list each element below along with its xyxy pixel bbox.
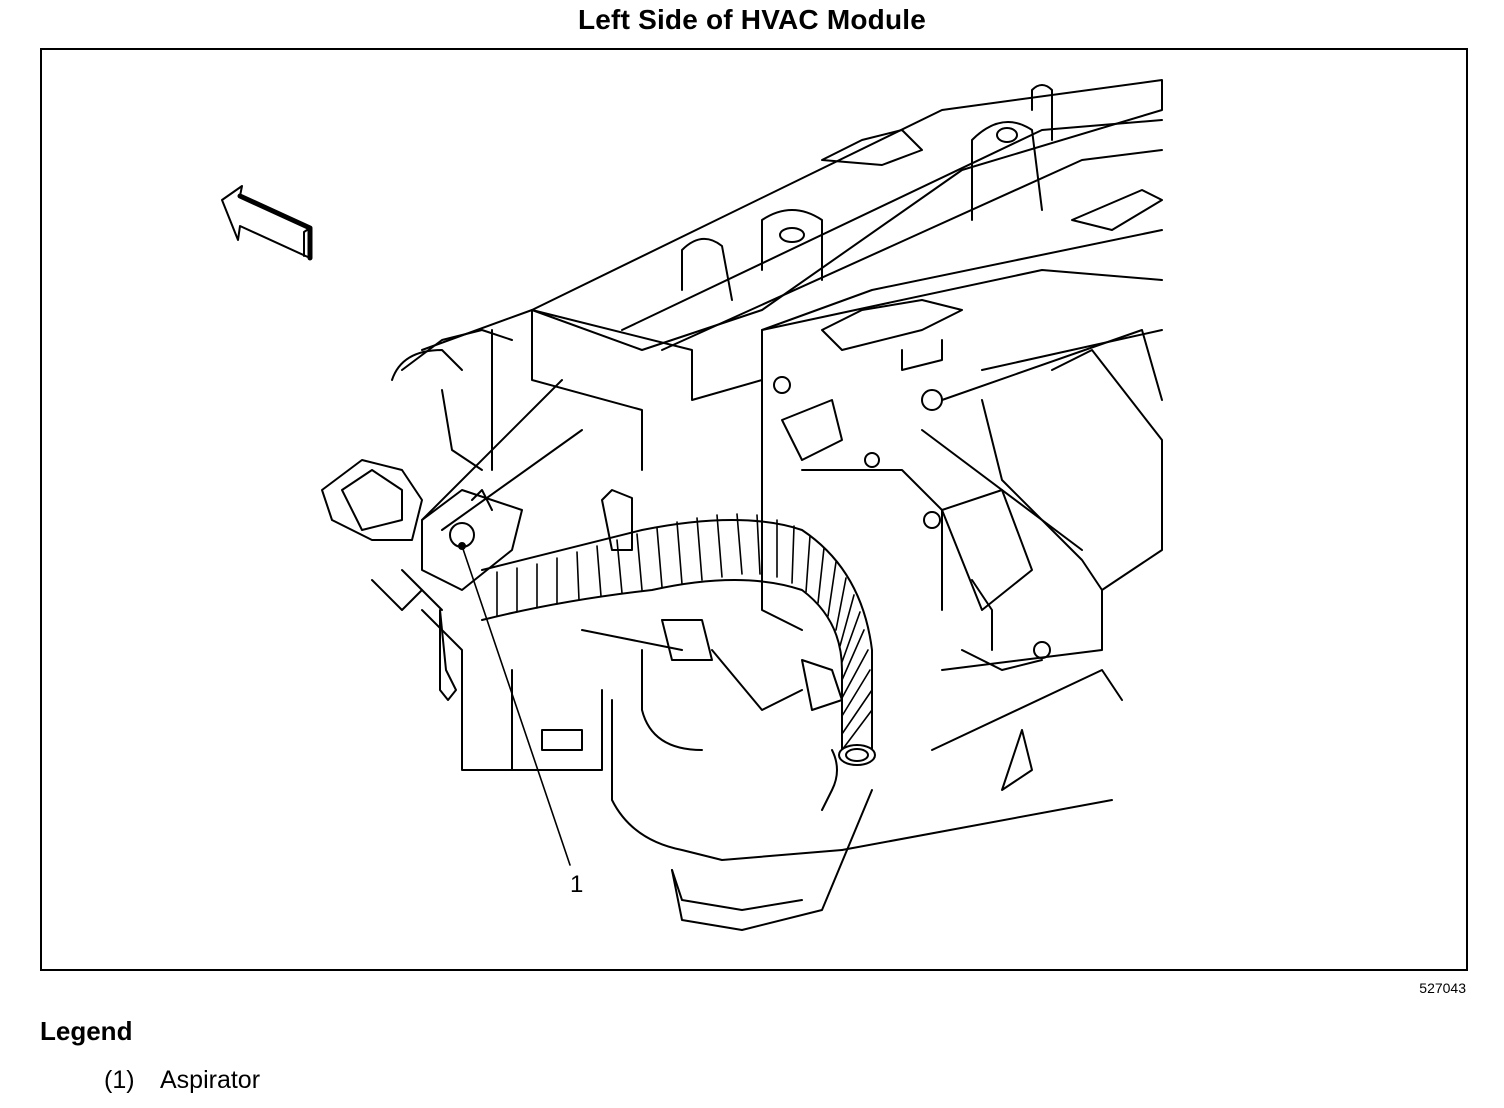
figure-id: 527043 [1419, 980, 1466, 996]
hvac-module-illustration: 1 [221, 79, 1163, 931]
legend-item: (1) Aspirator [104, 1066, 260, 1095]
aspirator-hose [481, 513, 876, 766]
aspirator-bracket [401, 379, 583, 701]
forward-arrow-icon [221, 185, 313, 261]
main-housing [421, 229, 1163, 751]
legend-heading: Legend [40, 1016, 133, 1046]
illustration-frame: 1 [40, 48, 1468, 971]
lower-housing [421, 609, 1113, 931]
diagram-title: Left Side of HVAC Module [577, 4, 927, 35]
legend-item-label: Aspirator [160, 1066, 261, 1094]
callout-1-leader [458, 542, 571, 866]
legend-list: (1) Aspirator [104, 1066, 260, 1095]
callout-1-label: 1 [570, 871, 583, 898]
legend-item-number: (1) [104, 1066, 135, 1094]
connector [581, 489, 843, 751]
left-vent [321, 329, 513, 611]
upper-housing [531, 79, 1163, 351]
